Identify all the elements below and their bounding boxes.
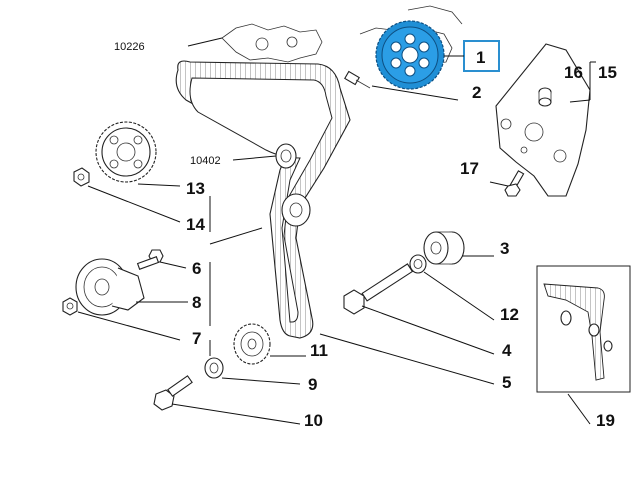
washer-9 (204, 357, 224, 379)
injection-pump-gear (95, 121, 157, 183)
callout-9: 9 (308, 375, 317, 394)
callout-17: 17 (460, 159, 479, 178)
callout-14: 14 (186, 215, 205, 234)
callout-8: 8 (192, 293, 201, 312)
belt-idler (281, 193, 311, 227)
nut-14 (73, 167, 90, 187)
timing-belt (175, 60, 351, 339)
washer-12 (409, 254, 427, 274)
ref-label-10226: 10226 (114, 41, 145, 53)
bolt-4 (343, 263, 414, 315)
callout-4: 4 (502, 341, 512, 360)
crankshaft-pulley (233, 323, 271, 365)
callout-19: 19 (596, 411, 615, 430)
bolt-10 (153, 375, 193, 411)
bolt-6 (136, 249, 164, 270)
callout-10: 10 (304, 411, 323, 430)
callout-7: 7 (192, 329, 201, 348)
bolt-17 (504, 170, 525, 197)
idler-roller-3 (423, 231, 465, 265)
callout-12: 12 (500, 305, 519, 324)
dowel-pin (538, 87, 552, 107)
callout-6: 6 (192, 259, 201, 278)
inset-detail-box (536, 265, 631, 393)
callout-11: 11 (310, 341, 328, 360)
callout-13: 13 (186, 179, 205, 198)
leader-lines (77, 37, 596, 425)
callout-5: 5 (502, 373, 511, 392)
nut-7 (62, 297, 78, 316)
roller-10402 (275, 143, 297, 169)
timing-cover-bracket (495, 43, 591, 197)
pulley-bolt (344, 70, 371, 89)
callout-15: 15 (598, 63, 617, 82)
highlight-box (463, 40, 500, 72)
callout-16: 16 (564, 63, 583, 82)
belt-tensioner (75, 258, 145, 316)
camshaft-pulley-highlighted (375, 20, 445, 90)
callout-3: 3 (500, 239, 509, 258)
ref-label-10402: 10402 (190, 155, 221, 167)
callout-2: 2 (472, 83, 481, 102)
callout-1: 1 (476, 48, 485, 67)
